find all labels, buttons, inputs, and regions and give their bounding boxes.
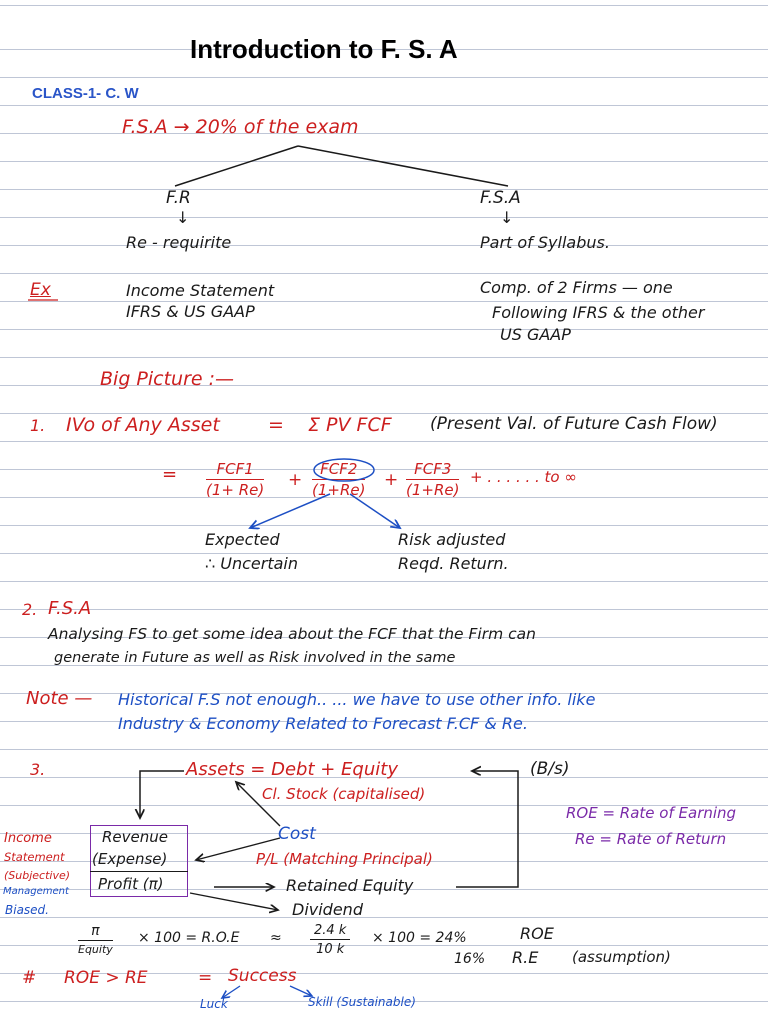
fcf3-fraction: FCF3 (1+Re) bbox=[406, 462, 460, 499]
pv-fcf-sum: Σ PV FCF bbox=[308, 414, 392, 436]
approx-sign: ≈ bbox=[270, 930, 282, 946]
ex-label: Ex bbox=[30, 280, 51, 300]
roe-formula: × 100 = R.O.E bbox=[138, 930, 240, 946]
note-line1: Historical F.S not enough.. ... we have … bbox=[118, 690, 596, 709]
plus-sign: + bbox=[288, 470, 303, 490]
uncertain-label: ∴ Uncertain bbox=[205, 554, 298, 573]
section2-number: 2. bbox=[22, 600, 38, 619]
roe-label: ROE bbox=[520, 924, 554, 943]
fsa-branch: F.S.A bbox=[480, 188, 521, 208]
roe-greater-re: ROE > RE bbox=[64, 968, 148, 988]
fr-branch: F.R bbox=[166, 188, 191, 208]
side-note-management: Management bbox=[3, 886, 69, 897]
income-statement-box bbox=[90, 825, 188, 897]
success-to-skill-arrow bbox=[289, 985, 312, 996]
note-label: Note — bbox=[26, 688, 93, 709]
divider bbox=[90, 871, 188, 872]
fcf3-numerator: FCF3 bbox=[406, 462, 460, 480]
hash-mark: # bbox=[22, 968, 37, 988]
big-picture-heading: Big Picture :— bbox=[100, 368, 235, 390]
roe-definition: ROE = Rate of Earning bbox=[566, 804, 737, 822]
retained-to-equity-arrow bbox=[456, 771, 519, 888]
re-definition: Re = Rate of Return bbox=[575, 830, 727, 848]
equity-denominator: Equity bbox=[78, 943, 113, 956]
balance-sheet-equation: Assets = Debt + Equity bbox=[186, 759, 398, 780]
ex-left-line1: Income Statement bbox=[126, 281, 275, 300]
success-to-luck-arrow bbox=[222, 985, 241, 998]
side-note-subjective: (Subjective) bbox=[4, 869, 71, 882]
profit-to-dividend-arrow bbox=[189, 892, 278, 910]
arrow-to-expected bbox=[250, 493, 331, 528]
fcf2-denominator: (1+Re) bbox=[312, 481, 366, 499]
example-result: × 100 = 24% bbox=[372, 930, 467, 946]
tree-branch-left bbox=[174, 145, 299, 187]
section1-number: 1. bbox=[30, 416, 46, 435]
risk-adjusted-label: Risk adjusted bbox=[398, 530, 506, 549]
pi-over-equity-fraction: π Equity bbox=[78, 924, 113, 955]
ex-right-line3: US GAAP bbox=[500, 325, 571, 344]
side-note-income: Income bbox=[4, 831, 52, 846]
dividend-label: Dividend bbox=[292, 900, 363, 919]
down-arrow-icon: ↓ bbox=[176, 208, 190, 227]
side-note-statement: Statement bbox=[4, 850, 65, 864]
re-percent: 16% bbox=[454, 951, 486, 967]
revenue-label: Revenue bbox=[102, 828, 168, 846]
section2-heading: F.S.A bbox=[48, 598, 92, 619]
cost-to-expense-arrow bbox=[196, 837, 281, 860]
fr-sub: Re - requirite bbox=[126, 233, 232, 252]
pv-fcf-note: (Present Val. of Future Cash Flow) bbox=[430, 414, 718, 434]
note-line2: Industry & Economy Related to Forecast F… bbox=[118, 714, 528, 733]
example-numerator: 2.4 k bbox=[310, 924, 351, 940]
fcf1-numerator: FCF1 bbox=[206, 462, 265, 480]
arrow-to-risk bbox=[349, 493, 400, 528]
pi-numerator: π bbox=[78, 924, 113, 941]
balance-sheet-label: (B/s) bbox=[530, 759, 570, 779]
fcf1-fraction: FCF1 (1+ Re) bbox=[206, 462, 265, 499]
ex-right-line2: Following IFRS & the other bbox=[492, 303, 705, 322]
skill-label: Skill (Sustainable) bbox=[308, 995, 416, 1009]
series-tail: + . . . . . . to ∞ bbox=[470, 468, 577, 486]
re-label: R.E bbox=[512, 948, 539, 967]
fcf3-denominator: (1+Re) bbox=[406, 481, 460, 499]
required-return-label: Reqd. Return. bbox=[398, 554, 509, 573]
page-title: Introduction to F. S. A bbox=[190, 34, 458, 64]
down-arrow-icon: ↓ bbox=[500, 208, 514, 227]
class-label: CLASS-1- C. W bbox=[32, 85, 139, 102]
fsa-sub: Part of Syllabus. bbox=[480, 233, 610, 252]
equals-sign: = bbox=[198, 968, 213, 988]
spacer bbox=[228, 884, 276, 894]
profit-label: Profit (π) bbox=[98, 875, 164, 893]
fcf2-fraction: FCF2 (1+Re) bbox=[312, 462, 366, 499]
equals-sign: = bbox=[268, 414, 284, 436]
example-denominator: 10 k bbox=[316, 942, 345, 957]
tree-branch-right bbox=[297, 145, 509, 187]
success-label: Success bbox=[228, 966, 297, 986]
cost-label: Cost bbox=[278, 824, 316, 844]
assumption-note: (assumption) bbox=[572, 948, 671, 966]
cost-to-assets-arrow bbox=[236, 782, 281, 827]
expected-label: Expected bbox=[205, 530, 280, 549]
fsa-definition-line1: Analysing FS to get some idea about the … bbox=[48, 625, 536, 643]
luck-label: Luck bbox=[200, 997, 228, 1011]
fcf2-numerator: FCF2 bbox=[312, 462, 366, 480]
ex-left-line2: IFRS & US GAAP bbox=[126, 302, 255, 321]
assets-to-revenue-arrow bbox=[140, 770, 184, 818]
fsa-weight-note: F.S.A → 20% of the exam bbox=[122, 116, 359, 138]
fcf1-denominator: (1+ Re) bbox=[206, 481, 265, 499]
expense-label: (Expense) bbox=[92, 850, 168, 868]
equals-sign: = bbox=[162, 464, 178, 485]
section3-number: 3. bbox=[30, 760, 46, 779]
fsa-definition-line2: generate in Future as well as Risk invol… bbox=[54, 650, 456, 666]
side-note-biased: Biased. bbox=[5, 903, 49, 917]
retained-equity-label: Retained Equity bbox=[286, 876, 414, 895]
ex-right-line1: Comp. of 2 Firms — one bbox=[480, 278, 673, 297]
pl-matching-note: P/L (Matching Principal) bbox=[256, 850, 433, 868]
closing-stock-note: Cl. Stock (capitalised) bbox=[262, 785, 426, 803]
plus-sign: + bbox=[384, 470, 399, 490]
fcf2-circle bbox=[313, 458, 375, 482]
example-fraction: 2.4 k 10 k bbox=[310, 924, 351, 957]
asset-value-lhs: IVo of Any Asset bbox=[66, 414, 220, 436]
